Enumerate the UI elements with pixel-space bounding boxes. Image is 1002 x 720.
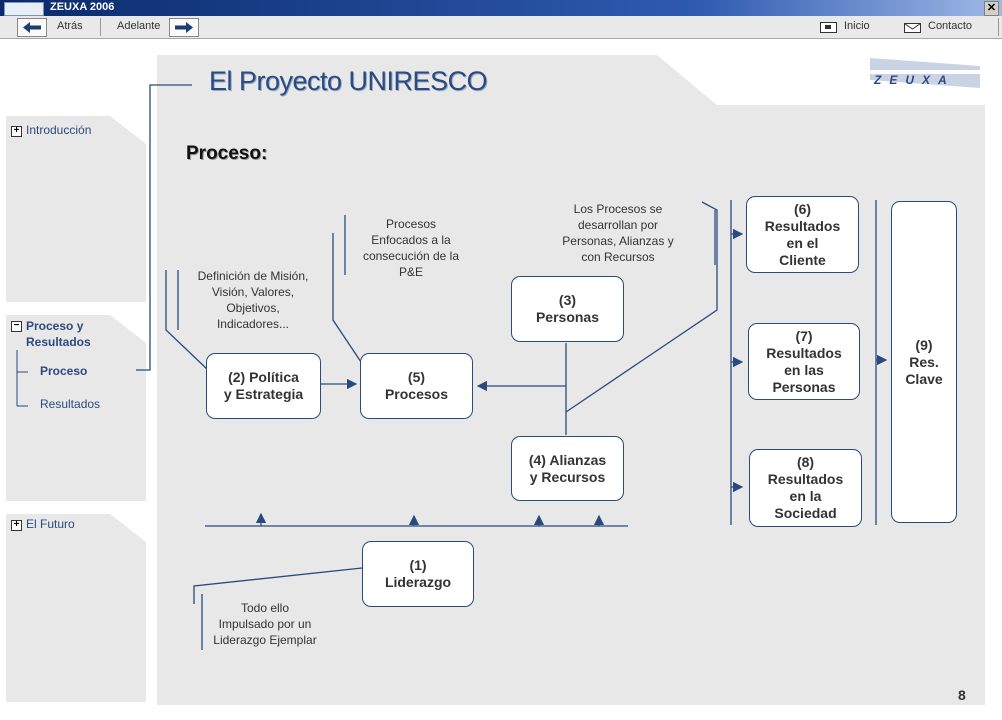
home-button[interactable]: Inicio: [820, 18, 880, 35]
home-label: Inicio: [844, 20, 870, 32]
sidebar-panel-future: [6, 514, 146, 702]
toolbar: Atrás Adelante Inicio Contacto: [0, 16, 1002, 39]
sidebar-item-label: El Futuro: [26, 517, 75, 531]
sidebar-item-label: Introducción: [26, 123, 92, 137]
box-resultados-cliente: (6) Resultados en el Cliente: [746, 196, 859, 273]
logo-text: ZEUXA: [874, 73, 955, 87]
box-politica-estrategia: (2) Política y Estrategia: [206, 353, 321, 419]
forward-label: Adelante: [117, 20, 161, 32]
sidebar-item-proceso-resultados[interactable]: − Proceso y Resultados: [10, 318, 120, 352]
window-title: ZEUXA 2006: [50, 1, 115, 13]
page-number: 8: [958, 687, 966, 703]
app-logo-icon: [4, 2, 44, 16]
plus-icon: +: [11, 520, 22, 531]
sidebar-item-introduccion[interactable]: + Introducción: [10, 123, 120, 139]
back-label: Atrás: [57, 20, 83, 32]
box-resultados-clave: (9) Res. Clave: [891, 201, 957, 523]
box-alianzas-recursos: (4) Alianzas y Recursos: [511, 436, 624, 501]
forward-button[interactable]: Adelante: [117, 18, 202, 37]
box-resultados-personas: (7) Resultados en las Personas: [748, 323, 860, 400]
minus-icon: −: [11, 321, 22, 332]
sidebar-item-label: Proceso y Resultados: [26, 319, 91, 349]
back-arrow-icon: [17, 18, 47, 37]
contact-label: Contacto: [928, 20, 973, 32]
sidebar-subitem-proceso[interactable]: Proceso: [40, 364, 88, 378]
box-resultados-sociedad: (8) Resultados en la Sociedad: [749, 449, 862, 527]
sidebar-item-el-futuro[interactable]: + El Futuro: [10, 517, 120, 533]
sidebar-tree-lines: [16, 350, 28, 407]
sidebar-panel-process: [6, 315, 146, 501]
plus-icon: +: [11, 126, 22, 137]
note-procesos: Procesos Enfocados a la consecución de l…: [362, 217, 460, 279]
note-mision: Definición de Misión, Visión, Valores, O…: [197, 269, 309, 331]
home-icon: [820, 22, 837, 33]
box-procesos: (5) Procesos: [360, 353, 473, 419]
toolbar-divider: [100, 18, 101, 36]
contact-button[interactable]: Contacto: [904, 18, 984, 35]
zeuxa-logo: ZEUXA: [868, 56, 984, 95]
back-button[interactable]: Atrás: [17, 18, 117, 37]
note-liderazgo: Todo ello Impulsado por un Liderazgo Eje…: [213, 601, 317, 647]
title-bar: ZEUXA 2006 ✕: [0, 0, 1002, 16]
forward-arrow-icon: [169, 18, 199, 37]
sidebar-subitem-resultados[interactable]: Resultados: [40, 397, 101, 411]
mail-icon: [904, 22, 921, 39]
note-desarrollan: Los Procesos se desarrollan por Personas…: [562, 202, 674, 264]
close-button[interactable]: ✕: [984, 1, 999, 16]
page-title: El Proyecto UNIRESCO: [209, 66, 488, 96]
section-title: Proceso:: [186, 143, 268, 164]
toolbar-divider: [998, 18, 999, 36]
box-personas: (3) Personas: [511, 276, 624, 342]
box-liderazgo: (1) Liderazgo: [362, 541, 474, 607]
sidebar-panel-intro: [6, 116, 146, 302]
